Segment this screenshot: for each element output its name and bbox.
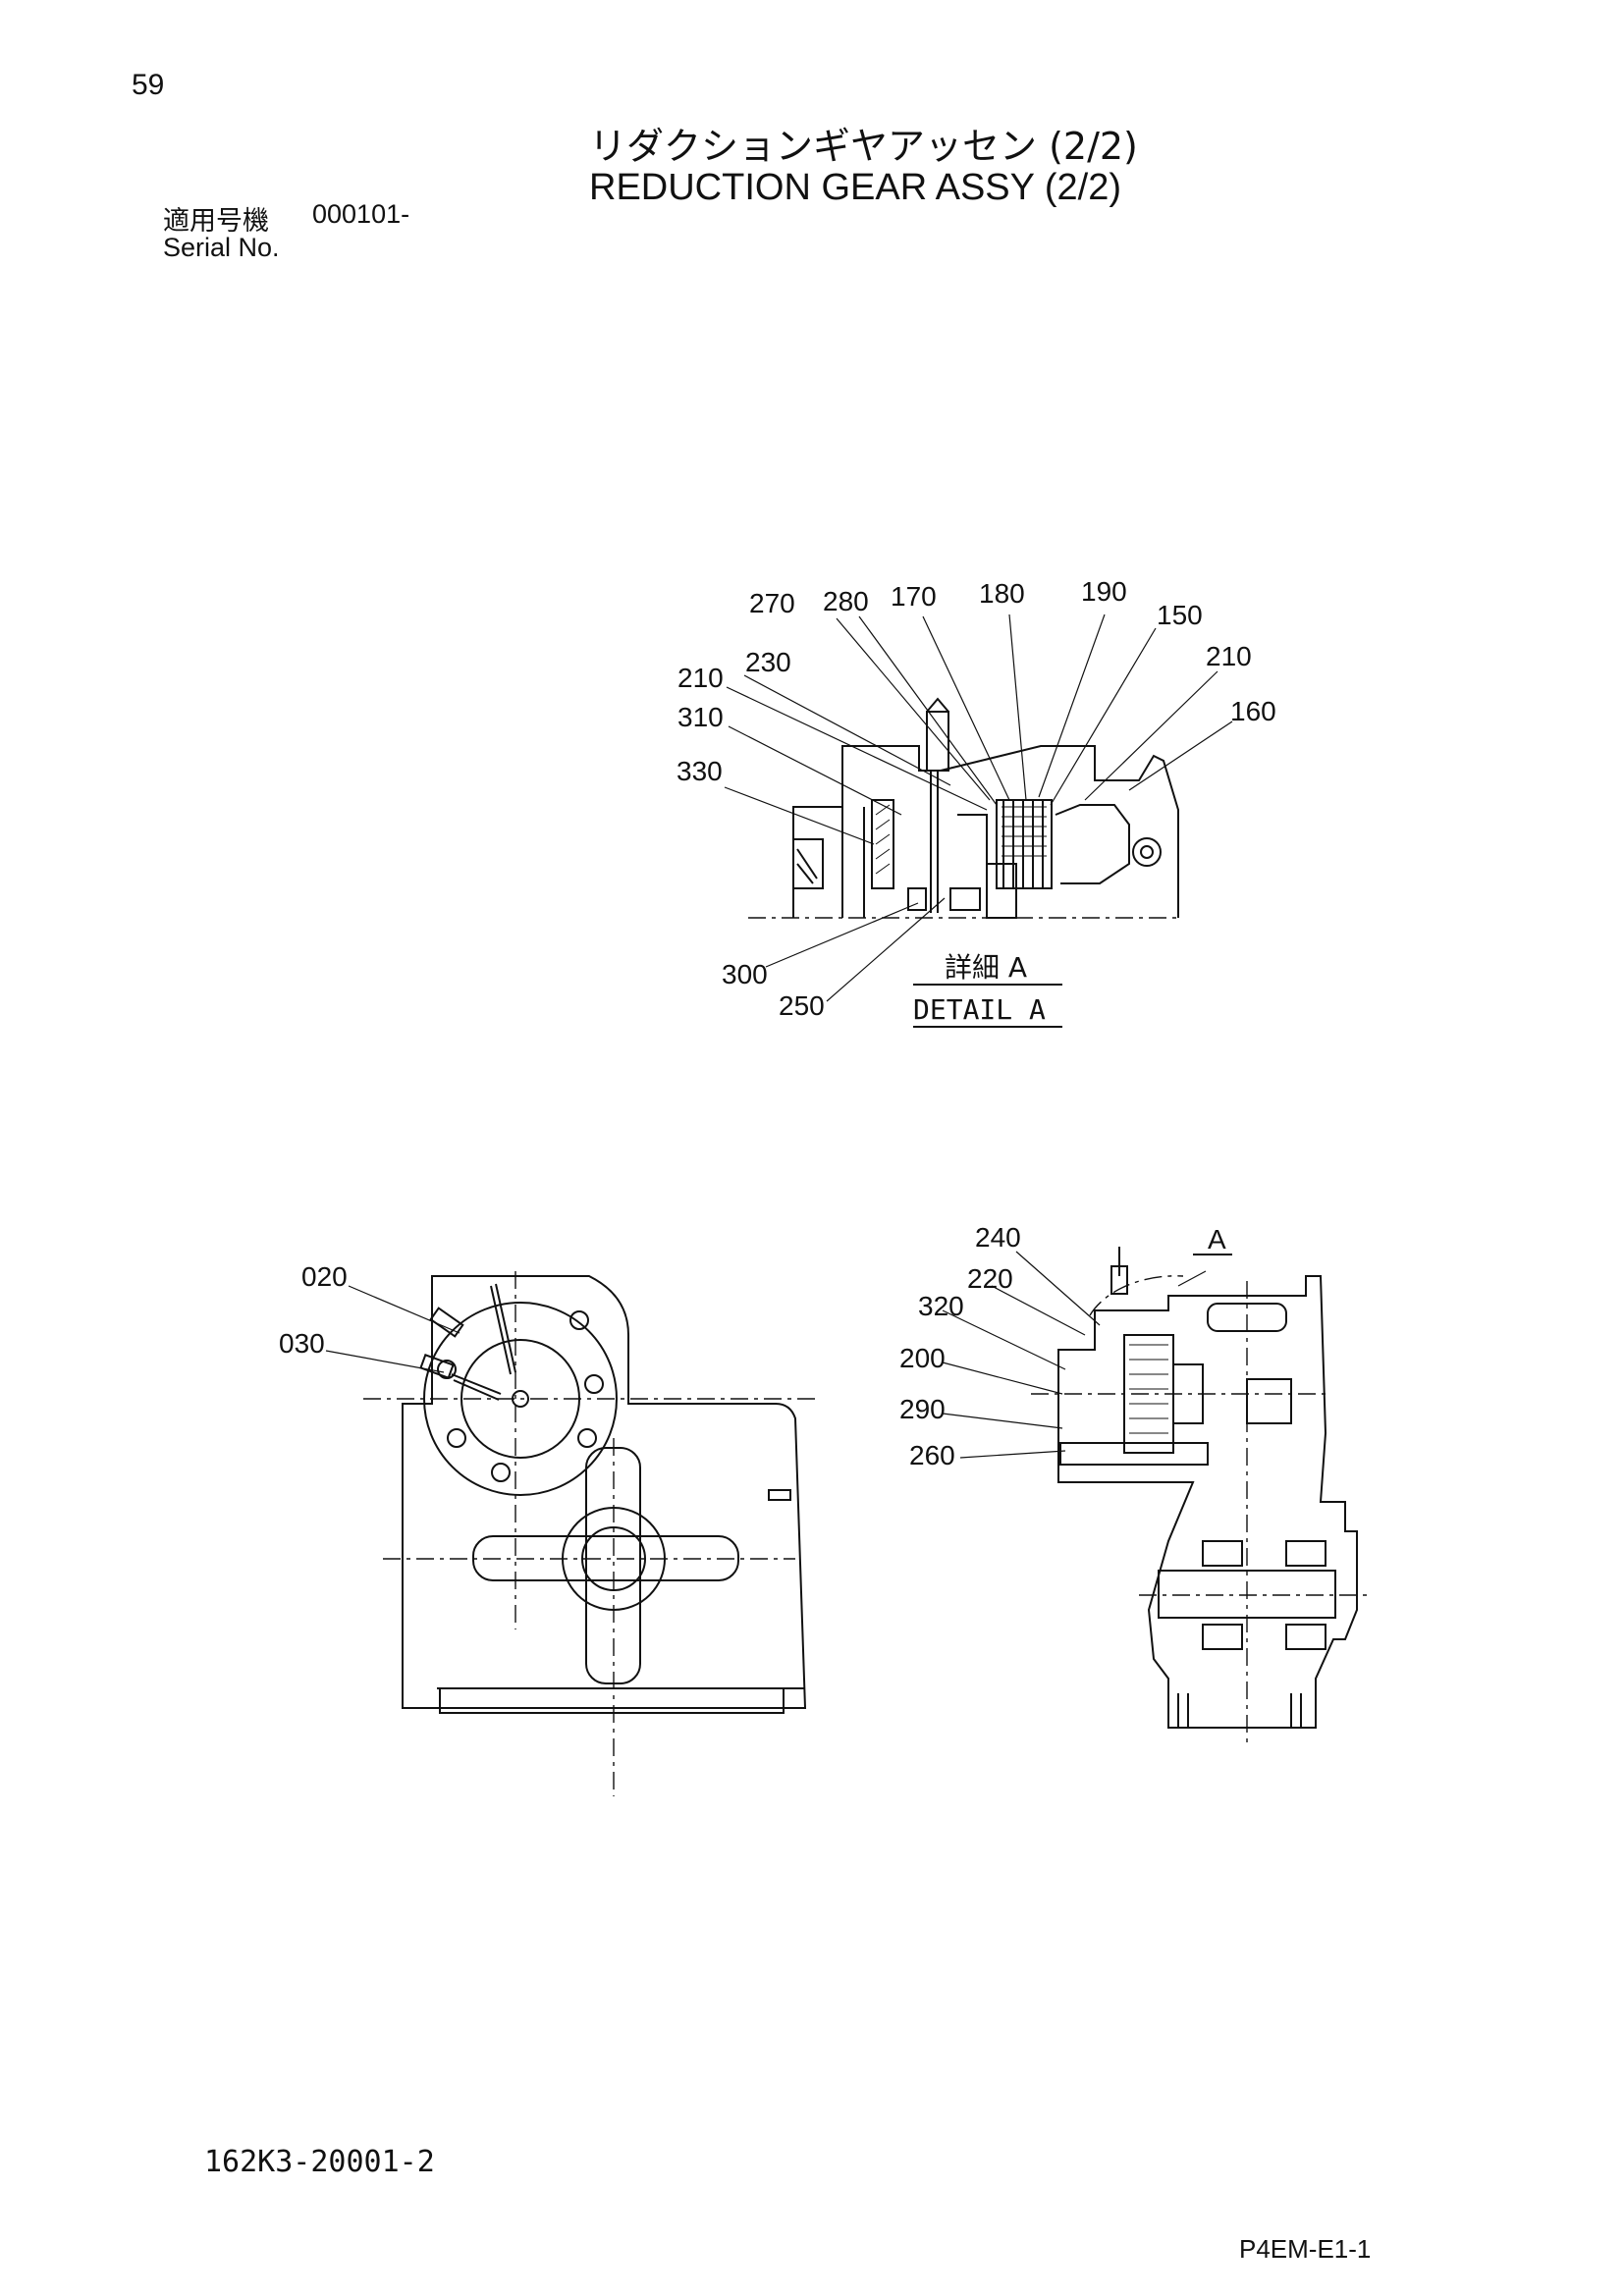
callout-170: 170 (891, 581, 937, 612)
callout-320: 320 (918, 1291, 964, 1321)
serial-label-english: Serial No. (163, 233, 280, 262)
callout-210-left: 210 (677, 663, 724, 693)
callout-230: 230 (745, 647, 791, 677)
serial-label-japanese: 適用号機 (163, 206, 269, 237)
callout-270: 270 (749, 588, 795, 618)
callout-180: 180 (979, 578, 1025, 609)
callout-290: 290 (899, 1394, 946, 1424)
front-view-drawing (363, 1271, 815, 1796)
title-english: REDUCTION GEAR ASSY (2/2) (589, 167, 1121, 208)
callout-190: 190 (1081, 576, 1127, 607)
callout-160: 160 (1230, 696, 1276, 726)
section-view-drawing (1031, 1247, 1370, 1747)
callout-030: 030 (279, 1328, 325, 1359)
callout-310: 310 (677, 702, 724, 732)
callout-220: 220 (967, 1263, 1013, 1294)
page-number: 59 (132, 69, 165, 101)
callout-240: 240 (975, 1222, 1021, 1253)
callout-300: 300 (722, 959, 768, 989)
callout-150: 150 (1157, 600, 1203, 630)
detail-a-drawing (748, 697, 1179, 919)
detail-marker-a: A (1208, 1224, 1226, 1255)
callout-330: 330 (677, 756, 723, 786)
detail-a-callouts: 270 280 170 180 190 150 210 230 210 310 … (677, 576, 1276, 1021)
callout-200: 200 (899, 1343, 946, 1373)
detail-caption-japanese: 詳細 A (945, 951, 1027, 984)
callout-020: 020 (301, 1261, 348, 1292)
callout-210-right: 210 (1206, 641, 1252, 671)
title-japanese: リダクションギヤアッセン (2/2) (589, 125, 1138, 168)
document-code: P4EM-E1-1 (1239, 2234, 1372, 2264)
callout-260: 260 (909, 1440, 955, 1470)
serial-value: 000101- (312, 199, 410, 229)
drawing-number: 162K3-20001-2 (204, 2145, 435, 2179)
detail-caption-english: DETAIL A (913, 993, 1046, 1026)
callout-280: 280 (823, 586, 869, 616)
detail-a-leaders (724, 614, 1233, 1002)
callout-250: 250 (779, 990, 825, 1021)
